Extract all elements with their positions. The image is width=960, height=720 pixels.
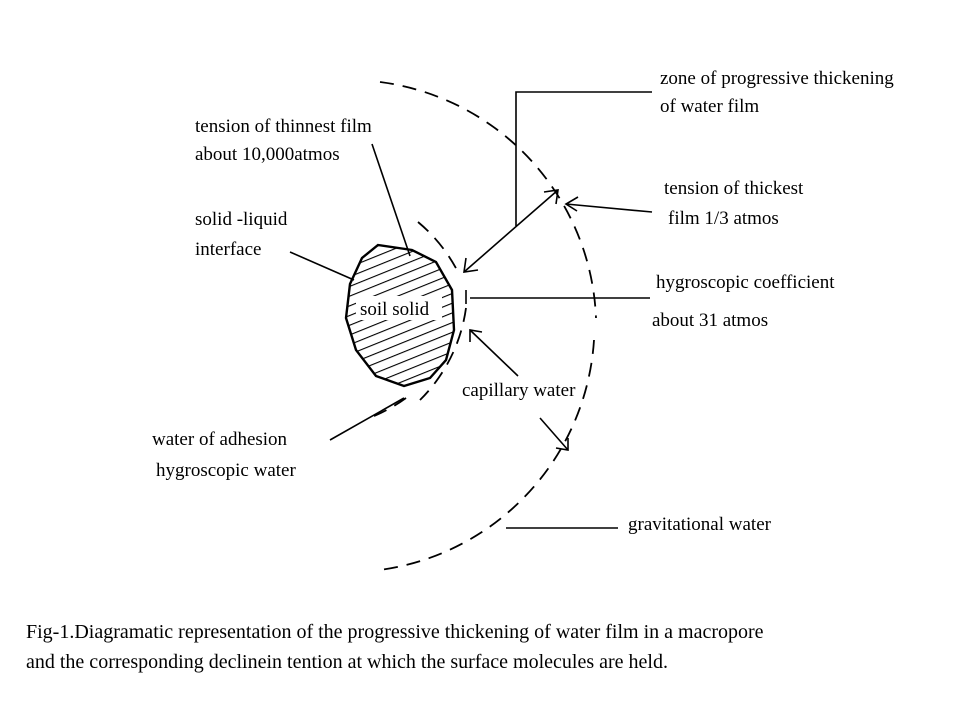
thickest-film-arrowhead [564,196,579,212]
thickest-film-label-line1: tension of thickest [664,178,804,199]
zone-leader-line [515,91,652,226]
capillary-arrowhead-outer [555,438,569,451]
thinnest-film-leader [371,143,411,257]
inner-water-film-right [419,307,467,401]
thickest-film-label-line2: film 1/3 atmos [668,208,779,229]
interface-leader [289,251,355,281]
adhesion-leader [329,397,405,441]
adhesion-label-line2: hygroscopic water [156,460,296,481]
zone-arrowhead-outer [543,189,559,205]
adhesion-label-line1: water of adhesion [152,429,288,450]
figure-caption-line1: Fig-1.Diagramatic representation of the … [26,621,764,643]
inner-water-film-lower [373,397,407,417]
inner-water-film-boundary [417,221,459,273]
thinnest-film-label-line1: tension of thinnest film [195,116,372,137]
capillary-arrow-to-outer [539,417,569,451]
zone-label-line2: of water film [660,96,759,117]
capillary-arrow-to-inner [469,329,519,377]
hygroscopic-coefficient-label-line1: hygroscopic coefficient [656,272,835,293]
figure-caption-line2: and the corresponding declinein tention … [26,651,668,673]
thinnest-film-label-line2: about 10,000atmos [195,144,340,165]
interface-label-line1: solid -liquid [195,209,288,230]
soil-solid-label: soil solid [360,299,430,320]
hygroscopic-coefficient-label-line2: about 31 atmos [652,310,768,331]
zone-double-arrow-line [463,189,559,273]
capillary-arrowhead-inner [469,329,483,342]
zone-label-line1: zone of progressive thickening [660,68,894,89]
zone-arrowhead-inner [463,257,479,273]
thickest-film-arrow-line [565,203,653,213]
interface-label-line2: interface [195,239,261,260]
gravitational-water-label: gravitational water [628,514,772,535]
outer-water-film-boundary [379,81,597,319]
soil-solid-label-bg [356,296,442,320]
capillary-water-label: capillary water [462,380,576,401]
outer-water-film-lower [379,339,595,571]
